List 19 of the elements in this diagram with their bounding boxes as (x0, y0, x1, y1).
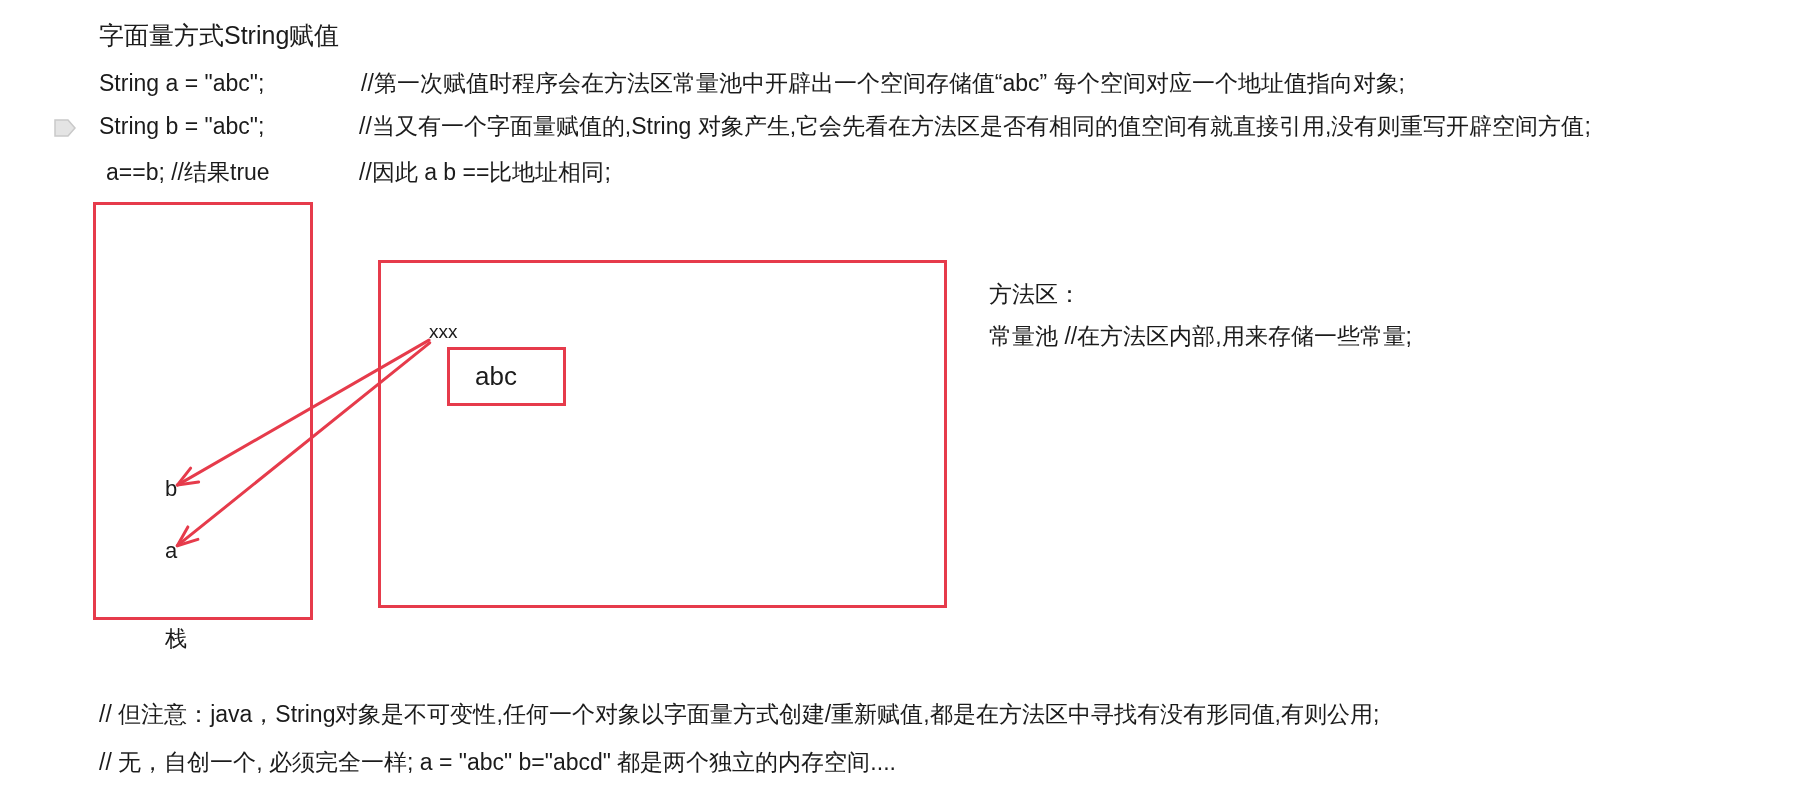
code-line: String b = "abc"; (99, 113, 265, 141)
section-label: 方法区： (989, 281, 1081, 309)
code-line: String a = "abc"; (99, 70, 265, 98)
stack-label: 栈 (165, 626, 187, 653)
code-comment: //因此 a b ==比地址相同; (359, 159, 611, 187)
variable-name: a (165, 538, 178, 564)
diagram-title: 字面量方式String赋值 (99, 20, 340, 50)
note-text: 常量池 //在方法区内部,用来存储一些常量; (989, 323, 1412, 351)
code-comment: //第一次赋值时程序会在方法区常量池中开辟出一个空间存储值“abc” 每个空间对应一个地址值指向对象; (361, 70, 1405, 98)
reference-arrow (175, 341, 432, 548)
string-value-box: abc (447, 347, 566, 406)
method-area-box (378, 260, 947, 608)
code-line: a==b; //结果true (106, 159, 270, 187)
address-label: xxx (429, 321, 458, 343)
variable-name: b (165, 476, 178, 502)
note-text: // 但注意：java，String对象是不可变性,任何一个对象以字面量方式创建/重新赋值,都是在方法区中寻找有没有形同值,有则公用; (99, 701, 1380, 729)
note-text: // 无，自创一个, 必须完全一样; a = "abc" b="abcd" 都是两个独立的内存空间.... (99, 749, 896, 777)
code-comment: //当又有一个字面量赋值的,String 对象产生,它会先看在方法区是否有相同的值空间有就直接引用,没有则重写开辟空间方值; (359, 113, 1591, 141)
reference-arrow (175, 338, 431, 487)
